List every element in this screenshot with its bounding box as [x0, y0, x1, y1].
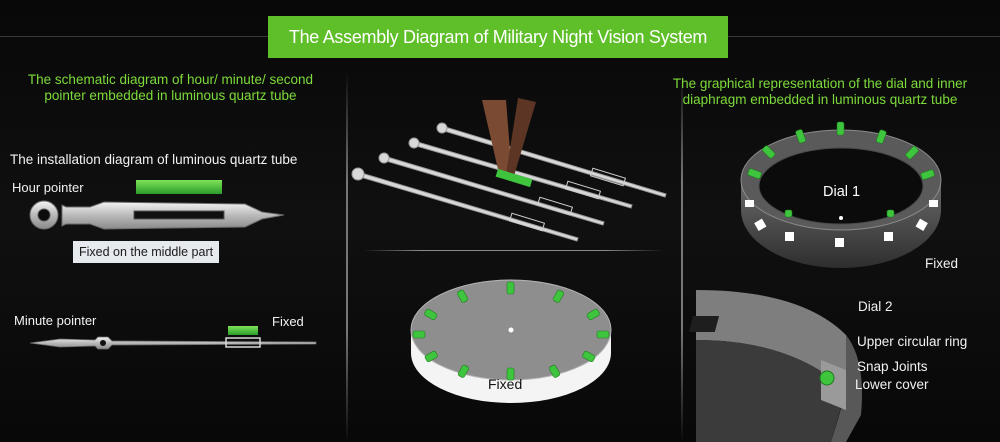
dial1-ring-drawing — [740, 129, 942, 268]
minute-pointer-label: Minute pointer — [14, 313, 97, 328]
tweezers-lume-tube — [495, 168, 533, 188]
divider-right — [681, 70, 683, 442]
title-bar: The Assembly Diagram of Military Night V… — [0, 12, 1000, 62]
divider-center — [360, 250, 666, 251]
hour-pointer-drawing — [29, 180, 317, 350]
dial1-label: Dial 1 — [823, 184, 861, 200]
right-drawings — [688, 121, 942, 442]
hour-pointer-hand — [29, 200, 285, 230]
divider-left — [346, 70, 348, 442]
hour-lume-tube — [136, 180, 222, 194]
dial-drawing — [410, 279, 612, 403]
hour-pointer-label: Hour pointer — [12, 180, 84, 195]
upper-ring-label: Upper circular ring — [857, 334, 968, 349]
title-rule-left — [0, 36, 268, 37]
dial2-label: Dial 2 — [858, 299, 893, 314]
page-title: The Assembly Diagram of Military Night V… — [268, 16, 728, 58]
dial1-fixed-label: Fixed — [925, 256, 959, 271]
minute-lume-tube — [228, 326, 258, 335]
minute-fixed-label: Fixed — [272, 314, 304, 329]
tweezers-icon — [482, 98, 536, 178]
fixed-middle-label: Fixed on the middle part — [73, 241, 220, 263]
dial-fixed-label: Fixed — [488, 376, 523, 392]
dial2-section-drawing — [688, 290, 862, 442]
minute-pointer-hand — [29, 336, 317, 350]
installation-subheading: The installation diagram of luminous qua… — [10, 152, 298, 167]
center-drawings — [351, 98, 667, 403]
left-heading: The schematic diagram of hour/ minute/ s… — [27, 72, 314, 103]
dial1-lume-markers — [747, 121, 935, 218]
dial-lume-markers — [412, 281, 610, 381]
snap-joints-label: Snap Joints — [857, 359, 928, 374]
title-rule-right — [728, 36, 1000, 37]
lower-cover-label: Lower cover — [855, 377, 929, 392]
right-heading: The graphical representation of the dial… — [672, 76, 968, 107]
